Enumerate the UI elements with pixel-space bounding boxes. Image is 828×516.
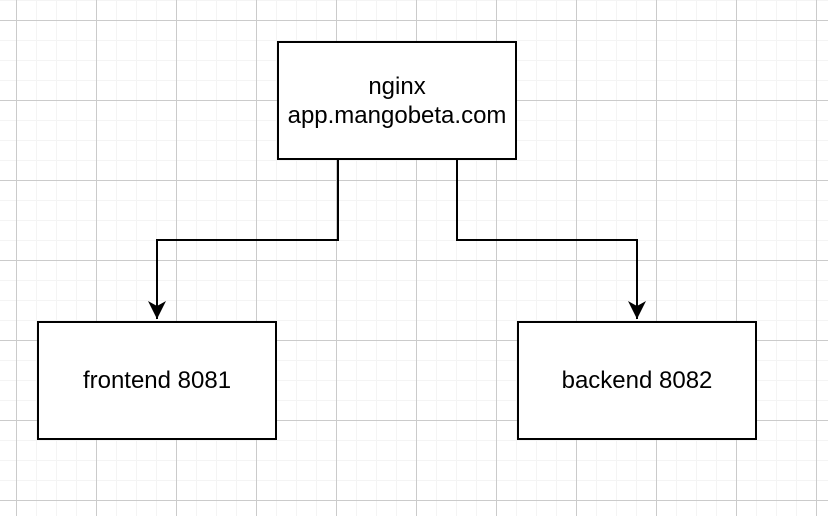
edge-nginx-backend[interactable] [456,160,646,319]
node-nginx[interactable]: nginx app.mangobeta.com [277,41,517,160]
edge-nginx-frontend[interactable] [148,160,339,319]
node-backend-label: backend 8082 [561,367,713,394]
node-nginx-label-line2: app.mangobeta.com [287,101,507,129]
node-frontend[interactable]: frontend 8081 [37,321,277,440]
node-nginx-label-line1: nginx [368,72,426,100]
node-frontend-label: frontend 8081 [82,367,232,394]
node-backend[interactable]: backend 8082 [517,321,757,440]
